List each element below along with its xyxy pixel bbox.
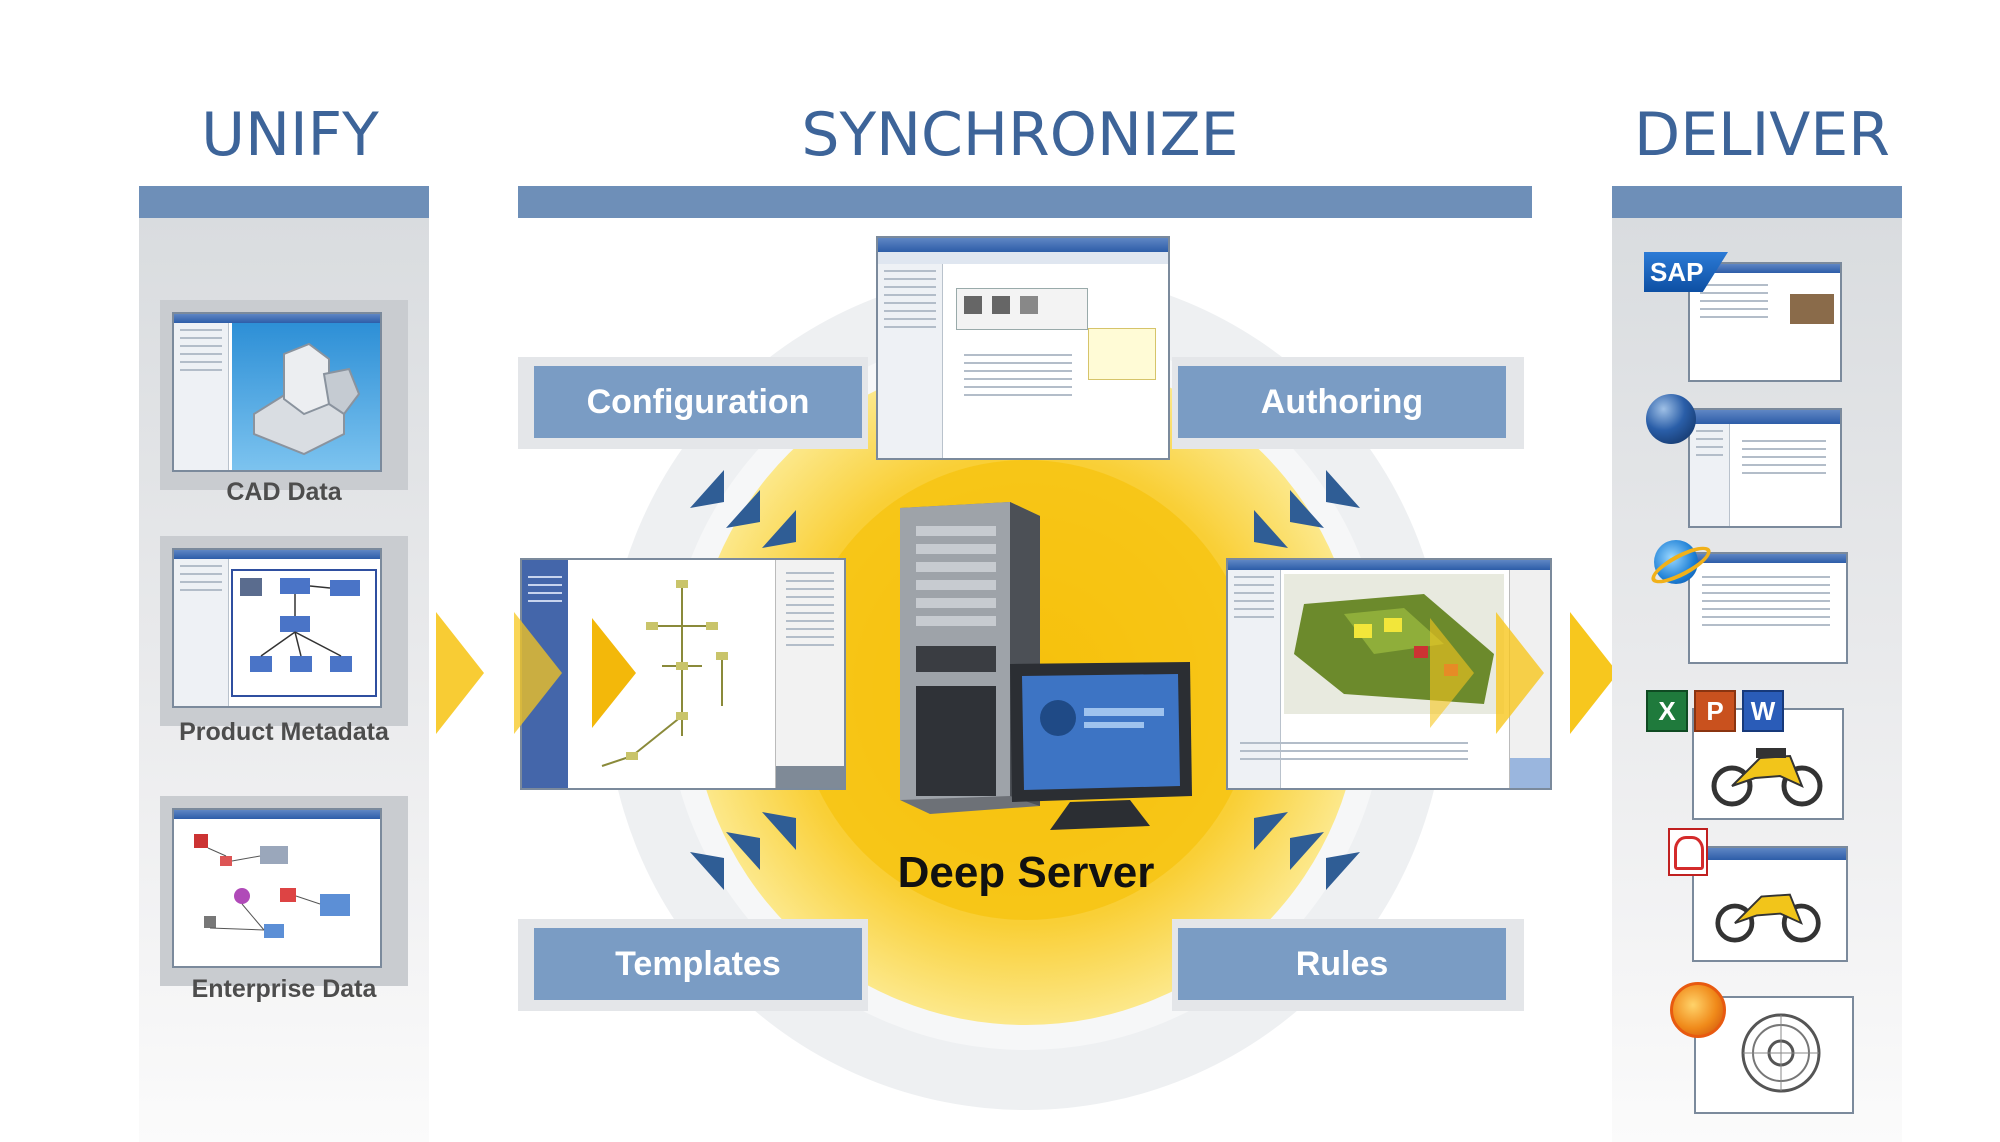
- product-metadata-label: Product Metadata: [179, 718, 389, 746]
- rules-box: Rules: [1178, 928, 1506, 1000]
- enterprise-network-icon: [194, 834, 350, 938]
- motorcycle-icon-2: [1715, 893, 1821, 943]
- pdf-icon: [1668, 828, 1708, 876]
- enterprise-data-thumbnail: [160, 796, 408, 986]
- arrows-bottom-right: [1254, 812, 1360, 890]
- web-output-thumbnail: [1688, 408, 1842, 528]
- enterprise-data-label: Enterprise Data: [191, 975, 377, 1003]
- metadata-flowchart-icon: [231, 569, 377, 697]
- globe-icon: [1646, 394, 1696, 444]
- top-app-screenshot: [876, 236, 1170, 460]
- word-icon: W: [1742, 690, 1784, 732]
- cad-data-label: CAD Data: [226, 478, 342, 506]
- cad-part-icon: [253, 342, 361, 456]
- deep-server-label: Deep Server: [897, 848, 1155, 897]
- templates-box: Templates: [534, 928, 862, 1000]
- excel-icon: X: [1646, 690, 1688, 732]
- arrows-top-right: [1254, 470, 1360, 548]
- deliver-header: DELIVER: [1634, 100, 1890, 170]
- authoring-box: Authoring: [1178, 366, 1506, 438]
- sap-output-thumbnail: [1688, 262, 1842, 382]
- product-metadata-thumbnail: [160, 536, 408, 726]
- synchronize-header-bar: [518, 186, 1532, 218]
- arrows-bottom-left: [690, 812, 796, 890]
- wheel-drawing-icon: [1741, 1013, 1821, 1093]
- pdf-output-thumbnail: [1692, 846, 1848, 962]
- internet-explorer-icon: [1646, 536, 1716, 591]
- configuration-box: Configuration: [534, 366, 862, 438]
- deliver-header-bar: [1612, 186, 1902, 218]
- flow-chevrons-right: [1430, 612, 1618, 734]
- flow-chevrons-left: [436, 612, 636, 734]
- cad-viewer-icon: [1670, 982, 1726, 1038]
- deep-server-icon: [900, 502, 1192, 830]
- powerpoint-icon: P: [1694, 690, 1736, 732]
- unify-header-bar: [139, 186, 429, 218]
- unify-header: UNIFY: [201, 100, 379, 170]
- arrows-top-left: [690, 470, 796, 548]
- synchronize-header: SYNCHRONIZE: [801, 100, 1239, 170]
- browser-output-thumbnail: [1688, 552, 1848, 664]
- cad-data-thumbnail: [160, 300, 408, 490]
- motorcycle-icon: [1711, 748, 1823, 807]
